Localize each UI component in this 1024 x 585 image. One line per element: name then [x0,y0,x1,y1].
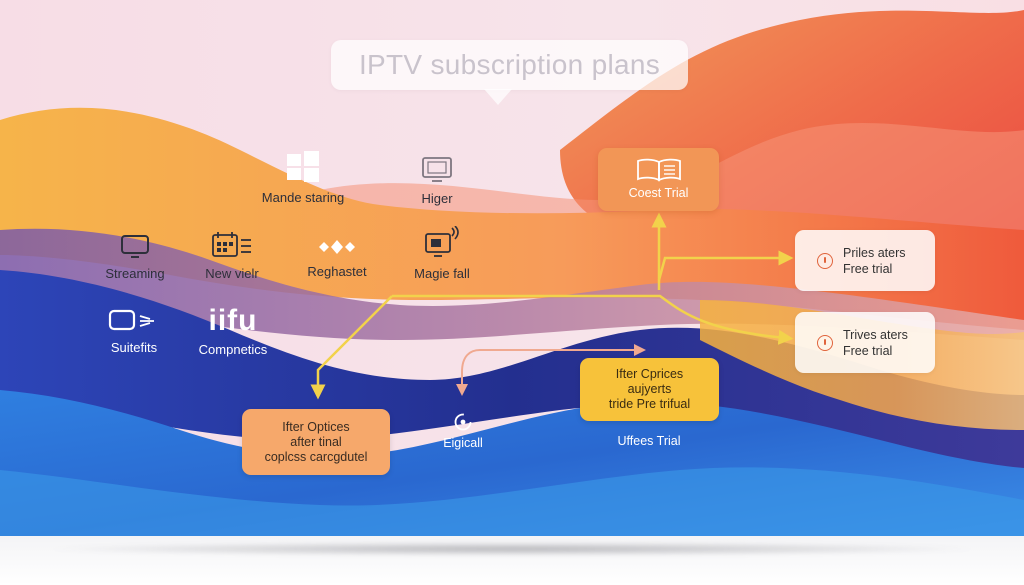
feature-magie-fall: Magie fall [404,226,480,281]
tv-icon [121,235,149,258]
uffees-trial-label: Uffees Trial [617,434,681,448]
card-line: coplcss carcgdutel [264,449,368,464]
card-trives-free-trial[interactable]: Trives aters Free trial [795,312,935,373]
feature-label: Higer [421,191,453,206]
feature-label: New vielr [205,266,259,281]
card-line: aujyerts [627,382,672,396]
feature-suitefits: Suitefits [96,308,172,355]
logo-text-icon: iifu [208,304,258,337]
tv-screen-icon [422,157,452,182]
node-eigicall-label: Eigicall [443,436,483,450]
feature-reghastet: Reghastet [298,236,376,279]
card-options-left[interactable]: Ifter Optices after tinal coplcss carcgd… [242,409,390,475]
feature-streaming: Streaming [99,232,171,281]
book-icon [636,158,681,182]
card-line: tride Pre trifual [608,397,691,411]
feature-label: Mande staring [261,190,345,205]
feature-label: Compnetics [198,342,268,357]
card-line: Ifter Cprices [615,367,684,381]
feature-label: Streaming [105,266,165,281]
connector-to-options-left [310,295,393,400]
card-line: Ifter Optices [282,419,350,434]
feature-mande-staring: Mande staring [258,150,348,205]
card-options-right[interactable]: Ifter Cprices aujyerts tride Pre trifual [580,358,719,421]
feature-label: Magie fall [414,266,470,281]
card-line: Free trial [843,261,893,276]
connector-to-plans-free [657,250,794,281]
connector-to-trives-free [392,294,794,345]
feature-higer: Higer [400,155,474,206]
footer-shadow [0,536,1024,585]
card-trial-label: Coest Trial [628,186,689,200]
connector-pink-loop [456,344,646,396]
card-line: Trives aters [843,327,908,342]
card-line: Free trial [843,343,893,358]
tv-wifi-icon [108,309,154,331]
card-line: Priles aters [843,245,906,260]
info-pin-icon [817,252,833,269]
card-line: after tinal [290,434,342,449]
feature-label: Reghastet [307,264,367,279]
feature-label: Suitefits [110,340,158,355]
title-bubble-tail [484,89,512,105]
windows-grid-icon [287,151,319,182]
feature-compnetics: iifu Compnetics [188,304,278,358]
calendar-icon [212,232,251,257]
info-pin-icon [817,334,833,351]
node-eigicall: Eigicall [436,412,490,450]
page-title: IPTV subscription plans [331,40,688,90]
circle-mark-icon [454,413,472,431]
card-trial[interactable]: Coest Trial [598,148,719,211]
feature-new-vielr: New vielr [192,230,272,281]
tv-signal-icon [425,226,459,257]
card-plans-free-trial[interactable]: Priles aters Free trial [795,230,935,291]
diamonds-icon [319,240,355,254]
